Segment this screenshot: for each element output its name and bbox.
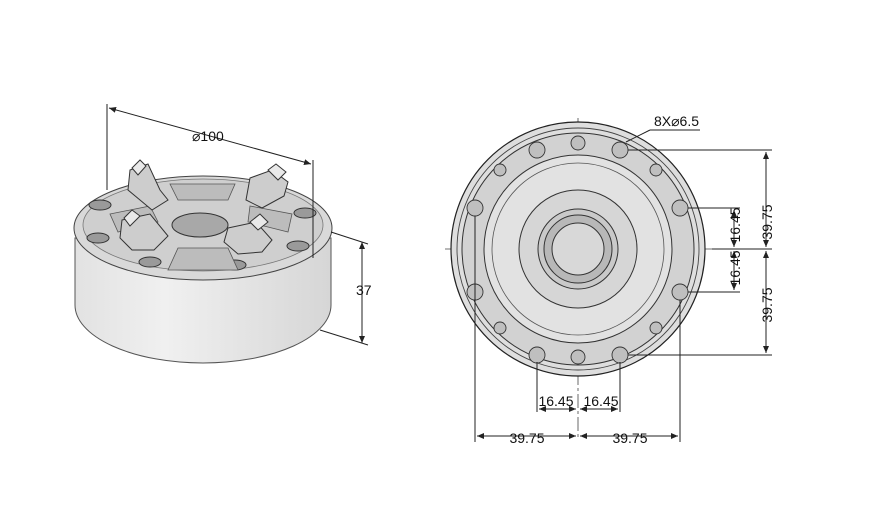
outer-rim-inner [456, 127, 700, 371]
hole [466, 199, 484, 217]
iso-jaws [119, 159, 289, 255]
hole-callout: 8X⌀6.5 [625, 113, 700, 143]
iso-height-dimension: 37 [319, 231, 372, 346]
iso-hole [293, 207, 317, 219]
hole [671, 283, 689, 301]
hole [611, 141, 629, 159]
hole [649, 321, 663, 335]
hole-callout-label: 8X⌀6.5 [654, 113, 699, 129]
inner-face-step [491, 162, 665, 336]
right-dimensions: 39.75 39.75 16.45 16.45 [628, 149, 775, 356]
iso-center-bore [171, 212, 229, 238]
dimension-line [108, 106, 312, 166]
dim-inner-bottom: 16.45 [727, 250, 743, 285]
bottom-dimensions: 16.45 16.45 39.75 39.75 [474, 216, 681, 446]
dim-bottom-outer-right: 39.75 [612, 430, 647, 446]
iso-hole [286, 240, 310, 252]
extension-line [319, 329, 369, 346]
dim-bottom-inner-left: 16.45 [538, 393, 573, 409]
leader-line [625, 129, 651, 143]
iso-hole [138, 256, 162, 268]
hole [528, 141, 546, 159]
iso-hole [86, 232, 110, 244]
dim-right-top: 39.75 [759, 204, 775, 239]
dim-bottom-inner-right: 16.45 [583, 393, 618, 409]
isometric-view: ⌀100 37 [73, 104, 372, 364]
dim-bottom-outer-left: 39.75 [509, 430, 544, 446]
dim-right-bottom: 39.75 [759, 287, 775, 322]
hole [493, 163, 507, 177]
hole [671, 199, 689, 217]
diameter-label: ⌀100 [192, 128, 224, 144]
hole [649, 163, 663, 177]
hole [611, 346, 629, 364]
front-view: 8X⌀6.5 39.75 39.75 16.45 16.45 [445, 113, 775, 446]
center-bore [551, 222, 605, 276]
hole [528, 346, 546, 364]
dim-inner-top: 16.45 [727, 207, 743, 242]
height-label: 37 [356, 282, 372, 298]
hole [570, 135, 586, 151]
iso-diameter-dimension: ⌀100 [106, 104, 314, 258]
hole [570, 349, 586, 365]
iso-hole [88, 199, 112, 211]
hole [493, 321, 507, 335]
